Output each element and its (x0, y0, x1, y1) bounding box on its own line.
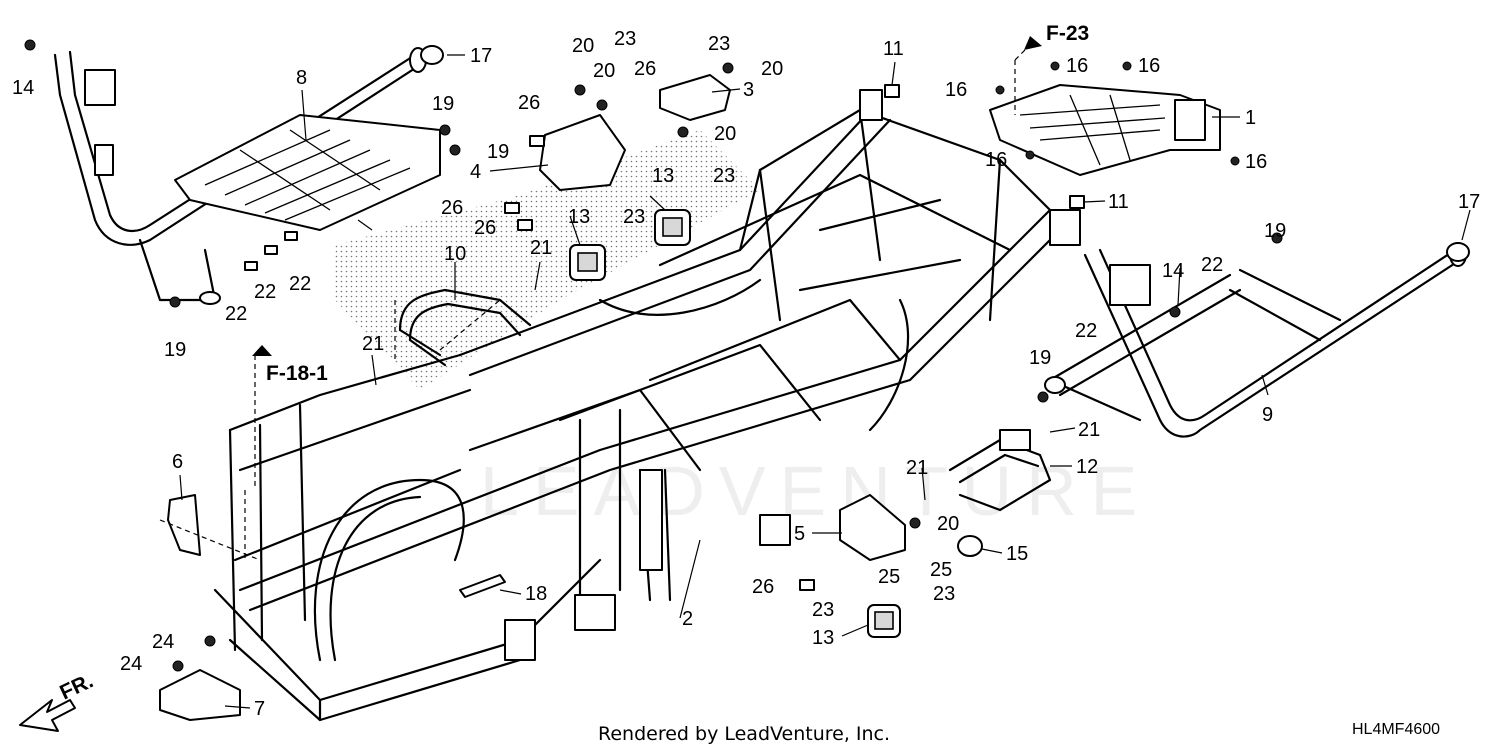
callout-8: 8 (296, 67, 307, 89)
f181-arrow (252, 345, 272, 356)
callout-23-b: 23 (708, 33, 730, 55)
part-17-cap-b (1446, 242, 1470, 262)
leader-lines (159, 44, 1471, 709)
part-1-rear-cover (989, 84, 1221, 176)
callout-23-a: 23 (614, 28, 636, 50)
callout-16-b: 16 (1066, 55, 1088, 77)
callout-21-c: 21 (906, 457, 928, 479)
callout-7: 7 (254, 698, 265, 720)
callout-21-d: 21 (1078, 419, 1100, 441)
callout-23-e: 23 (812, 599, 834, 621)
callout-2: 2 (682, 608, 693, 630)
part-8-front-skid-assembly (53, 47, 441, 305)
callout-19-c: 19 (164, 339, 186, 361)
callout-20-b: 20 (593, 60, 615, 82)
callout-16-d: 16 (985, 149, 1007, 171)
part-18-label (459, 574, 506, 598)
part-7-bracket (159, 669, 241, 721)
callout-19-b: 19 (487, 141, 509, 163)
front-direction-arrow (19, 699, 76, 732)
part-15-grommet (957, 535, 983, 557)
part-17-cap-a (420, 45, 444, 65)
callout-9: 9 (1262, 404, 1273, 426)
callout-22-a: 22 (254, 281, 276, 303)
callout-14-a: 14 (12, 77, 34, 99)
front-direction-label: FR. (56, 669, 96, 704)
callout-13-c: 13 (812, 627, 834, 649)
callout-5: 5 (794, 523, 805, 545)
callout-19-d: 19 (1264, 220, 1286, 242)
callout-26-d: 26 (474, 217, 496, 239)
stipple-area-upper (335, 130, 760, 390)
callout-10: 10 (444, 243, 466, 265)
callout-21-b: 21 (362, 333, 384, 355)
callout-23-c: 23 (713, 165, 735, 187)
fasteners (24, 39, 1283, 672)
callout-20-e: 20 (937, 513, 959, 535)
callout-19-e: 19 (1029, 347, 1051, 369)
callout-26-e: 26 (752, 576, 774, 598)
callout-26-a: 26 (518, 92, 540, 114)
callout-6: 6 (172, 451, 183, 473)
callout-22-c: 22 (225, 303, 247, 325)
callout-24-a: 24 (152, 631, 174, 653)
callout-20-c: 20 (761, 58, 783, 80)
callout-24-b: 24 (120, 653, 142, 675)
part-9-rear-bumper (1044, 243, 1467, 438)
callout-19-a: 19 (432, 93, 454, 115)
callout-16-a: 16 (945, 79, 967, 101)
callout-11-b: 11 (1108, 191, 1129, 213)
part-13-mount-c (867, 604, 901, 638)
main-frame (213, 89, 1081, 722)
callout-17-b: 17 (1458, 191, 1480, 213)
callout-26-b: 26 (634, 58, 656, 80)
part-10-front-handle (398, 288, 532, 367)
callout-14-b: 14 (1162, 260, 1184, 282)
callout-13-a: 13 (652, 165, 674, 187)
callout-25-b: 25 (930, 559, 952, 581)
callout-26-c: 26 (441, 197, 463, 219)
callout-25-a: 25 (878, 566, 900, 588)
callout-15: 15 (1006, 543, 1028, 565)
part-11-cap-a (884, 84, 900, 98)
callout-1: 1 (1245, 107, 1256, 129)
callout-3: 3 (743, 79, 754, 101)
callout-20-a: 20 (572, 35, 594, 57)
part-5-bracket (839, 494, 906, 561)
callout-17-a: 17 (470, 45, 492, 67)
callout-23-f: 23 (933, 583, 955, 605)
callout-23-d: 23 (623, 206, 645, 228)
footer-credit: Rendered by LeadVenture, Inc. (598, 723, 890, 745)
part-6-bracket (167, 494, 201, 556)
part-4-bracket (539, 114, 626, 191)
callout-21-a: 21 (530, 237, 552, 259)
reference-f23[interactable]: F-23 (1046, 22, 1089, 45)
callout-20-d: 20 (714, 123, 736, 145)
callout-22-d: 22 (1201, 254, 1223, 276)
diagram-code: HL4MF4600 (1352, 721, 1440, 738)
callout-13-b: 13 (568, 206, 590, 228)
watermark: LEADVENTURE (480, 452, 1151, 530)
callout-16-e: 16 (1245, 151, 1267, 173)
callout-11-a: 11 (883, 38, 904, 60)
part-11-cap-b (1069, 195, 1085, 209)
callout-18: 18 (525, 583, 547, 605)
reference-f18-1[interactable]: F-18-1 (266, 362, 328, 385)
part-13-mount-b (569, 244, 606, 281)
callout-4: 4 (470, 161, 481, 183)
part-3-bracket (659, 74, 731, 121)
f23-arrow (1024, 36, 1042, 50)
callout-22-b: 22 (289, 273, 311, 295)
callout-16-c: 16 (1138, 55, 1160, 77)
part-13-mount-a (654, 209, 691, 246)
callout-22-e: 22 (1075, 320, 1097, 342)
part-12-rear-handle (948, 429, 1052, 512)
callout-12: 12 (1076, 456, 1098, 478)
